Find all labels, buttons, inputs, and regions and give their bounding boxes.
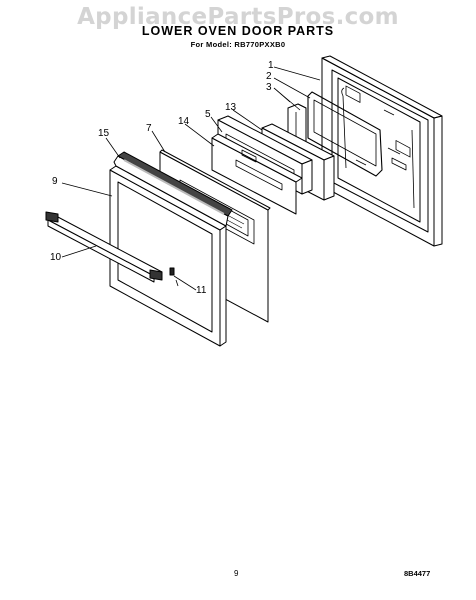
part-14-baffle-panel [211,133,303,215]
part-2-gasket [307,91,383,177]
part-15-handle-trim [113,151,233,227]
watermark: AppliancePartsPros.com [77,4,399,30]
part-1-outer-door-panel [321,55,443,247]
leader-lines [61,66,321,291]
figure-code: 8B4477 [404,569,431,578]
callout-10: 10 [50,252,62,263]
callout-13: 13 [225,102,237,113]
diagram-title: LOWER OVEN DOOR PARTS [141,24,335,38]
part-10-handle-bar [45,211,163,283]
page-number: 9 [234,569,239,578]
callout-3: 3 [266,82,272,93]
model-number: For Model: RB770PXXB0 [190,40,286,49]
part-11-clip [169,267,179,287]
callout-1: 1 [268,60,274,71]
callout-15: 15 [98,128,110,139]
callout-2: 2 [266,71,272,82]
callout-14: 14 [178,116,190,127]
part-9-door-frame [109,165,227,347]
callout-5: 5 [205,109,211,120]
callout-9: 9 [52,176,58,187]
callout-7: 7 [146,123,152,134]
callout-11: 11 [196,285,207,296]
